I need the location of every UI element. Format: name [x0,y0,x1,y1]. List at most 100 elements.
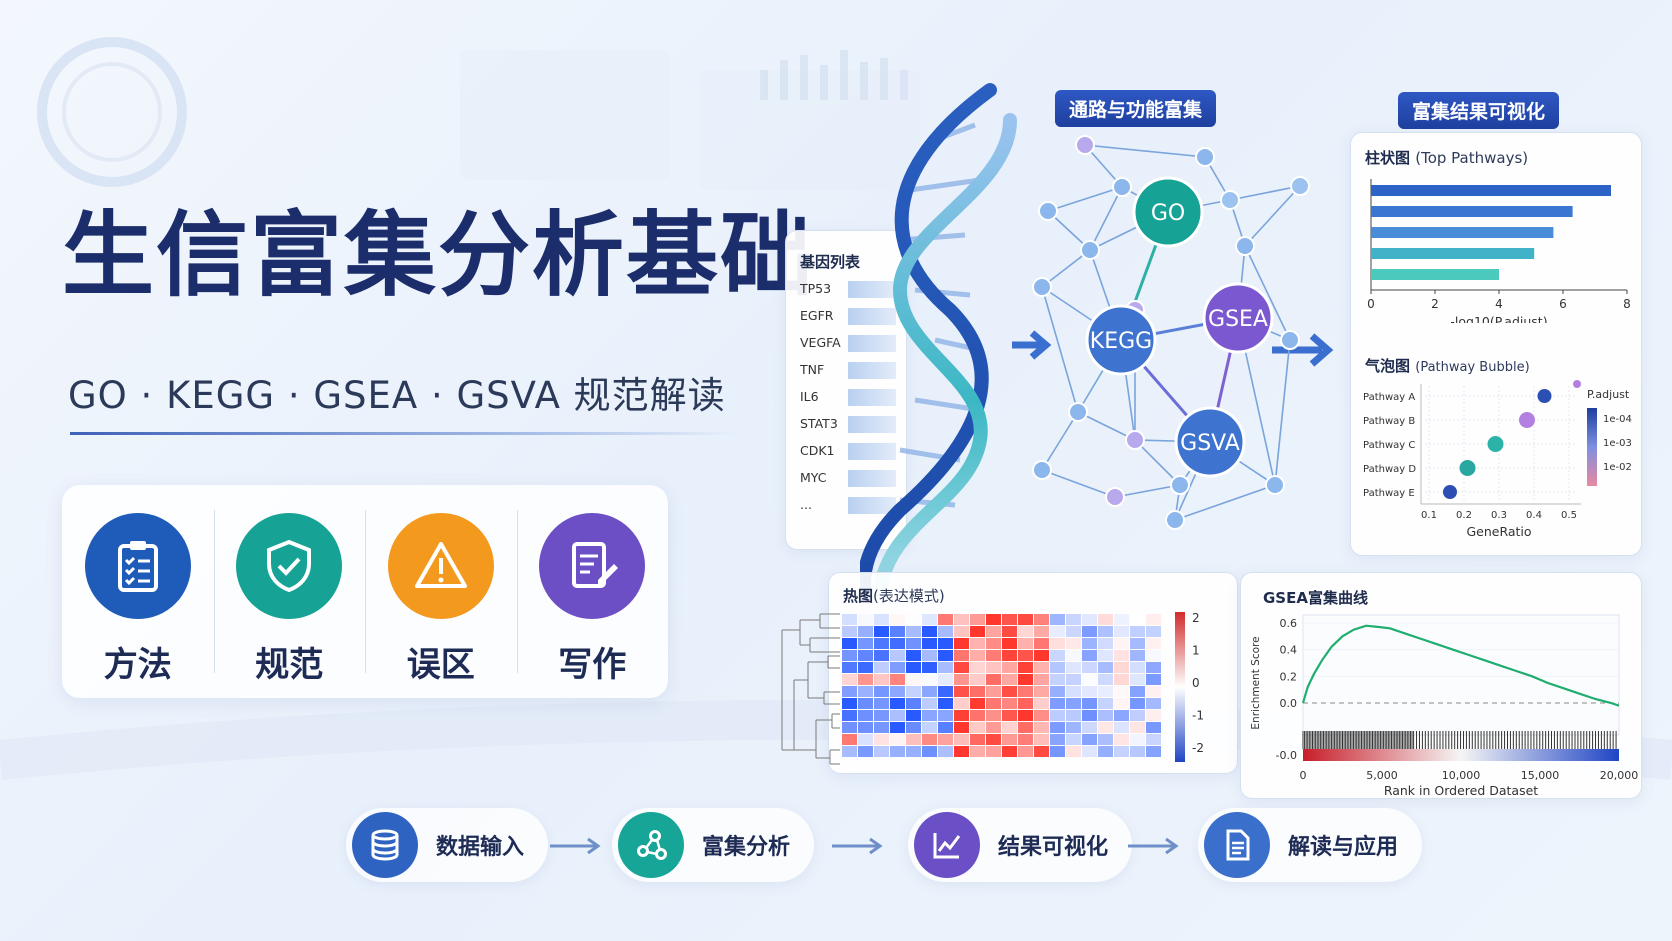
flow-step-interpretation[interactable]: 解读与应用 [1198,808,1423,882]
heatmap-cell [1098,626,1113,637]
heatmap-cell [1114,746,1129,757]
heatmap-cell [986,614,1001,625]
axis-label: Rank in Ordered Dataset [1384,783,1538,798]
heatmap-cell [1130,734,1145,745]
heatmap-cell [1146,614,1161,625]
heatmap-cell [1098,698,1113,709]
flow-step-data-input[interactable]: 数据输入 [346,808,549,882]
axis-label: Enrichment Score [1250,636,1262,729]
heatmap-cell [922,650,937,661]
heatmap-cell [890,734,905,745]
tick-label: 0.5 [1561,510,1577,521]
gene-name: IL6 [800,389,819,404]
dendrogram-branches [781,613,840,765]
heatmap-cell [954,614,969,625]
heatmap-cell [906,626,921,637]
heatmap-cell [1034,698,1049,709]
heatmap-cell [954,686,969,697]
network-edge [1041,411,1079,471]
network-edge [1174,484,1276,521]
heatmap-cell [970,614,985,625]
heatmap-cell [858,614,873,625]
heatmap-cell [1050,710,1065,721]
heatmap-cell [1034,638,1049,649]
heatmap-cell [1114,710,1129,721]
heatmap-cell [1034,734,1049,745]
heatmap-cell [938,698,953,709]
heatmap-cell [922,710,937,721]
heatmap-cell [954,734,969,745]
heatmap-cell [1050,698,1065,709]
heatmap-cell [1098,614,1113,625]
network-edge [1244,185,1301,247]
category-label: Pathway E [1363,488,1415,499]
heatmap-cell [938,614,953,625]
network-nodes-icon [618,812,684,878]
category-label: Pathway B [1363,416,1415,427]
flow-step-visualization[interactable]: 结果可视化 [908,808,1133,882]
heatmap-cell [842,698,857,709]
card-standard[interactable]: 规范 [213,485,366,698]
heatmap-cell [1098,650,1113,661]
plot-area [1302,614,1620,736]
network-node [1075,135,1095,155]
heatmap-cell [954,746,969,757]
tick-label: 0.1 [1421,510,1437,521]
heatmap-cell [1050,614,1065,625]
network-edge [1077,411,1136,441]
heatmap-cell [922,698,937,709]
arrow-right-icon [1272,333,1334,367]
heatmap-cell [986,686,1001,697]
page-subtitle: GO · KEGG · GSEA · GSVA 规范解读 [68,374,726,417]
flow-step-enrichment[interactable]: 富集分析 [612,808,815,882]
heatmap-cell [1082,674,1097,685]
gene-name: MYC [800,470,827,485]
tick-label: 15,000 [1521,769,1560,782]
card-label: 方法 [103,645,172,685]
flow-step-label: 结果可视化 [998,835,1109,860]
card-writing[interactable]: 写作 [516,485,669,698]
network-hub-node [1202,282,1274,354]
card-method[interactable]: 方法 [62,485,214,698]
heatmap-cell [1098,674,1113,685]
heatmap-cell [986,638,1001,649]
enrichment-curve [1301,624,1620,707]
line-chart-icon [914,812,980,878]
gene-name: TNF [800,362,825,377]
warning-triangle-icon [387,513,494,619]
heatmap-cell [1002,650,1017,661]
bar [1371,248,1535,259]
heatmap-cell [906,686,921,697]
card-pitfalls[interactable]: 误区 [365,485,517,698]
heatmap-cell [986,734,1001,745]
heatmap-cell [986,650,1001,661]
heatmap-cell [1098,710,1113,721]
heatmap-cell [970,722,985,733]
heatmap-cell [1114,626,1129,637]
heatmap-cell [1002,686,1017,697]
network-node [1165,510,1185,530]
visualization-badge: 富集结果可视化 [1398,92,1560,129]
heatmap-cell [906,722,921,733]
heatmap-cell [970,662,985,673]
heatmap-cell [906,710,921,721]
heatmap-cell [1018,626,1033,637]
heatmap-cell [890,650,905,661]
network-edge [1229,185,1301,201]
tick-label: 0.0 [1280,697,1298,710]
heatmap-cell [1114,734,1129,745]
heatmap-cell [1146,746,1161,757]
heatmap-cell [954,674,969,685]
axis-label: GeneRatio [1466,524,1531,539]
heatmap-cell [1146,650,1161,661]
bubble-chart-title: 气泡图 (Pathway Bubble) [1365,357,1530,375]
heatmap-cell [842,734,857,745]
heatmap-cell [1034,650,1049,661]
heatmap-cell [1018,746,1033,757]
heatmap-cell [1002,710,1017,721]
network-node [1170,475,1190,495]
heatmap-cell [1114,638,1129,649]
heatmap-cell [858,674,873,685]
